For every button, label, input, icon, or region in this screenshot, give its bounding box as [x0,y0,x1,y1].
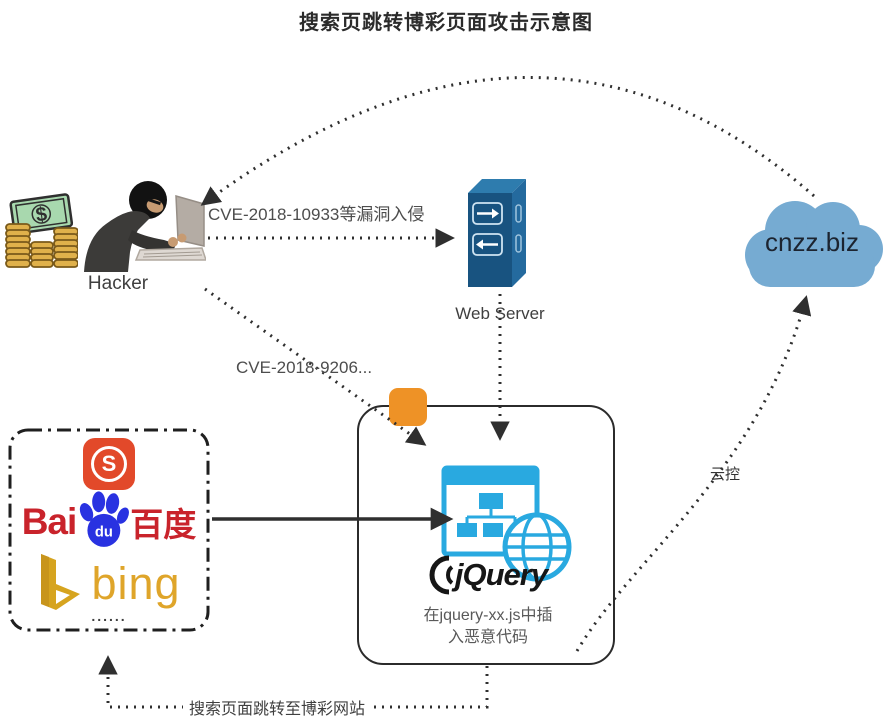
edge-label-cve-9206: CVE-2018-9206... [236,358,373,377]
jquery-logo: jQuery [359,555,617,595]
diagram-title: 搜索页跳转博彩页面攻击示意图 [299,12,593,34]
web-server-icon [462,177,532,295]
orange-marker [389,388,427,426]
edge-label-redirect: 搜索页面跳转至博彩网站 [183,695,372,719]
baidu-paw-icon: du [77,490,130,550]
cloud-label: cnzz.biz [765,227,859,257]
hacker-photo [76,178,208,272]
edge-label-cve-10933: CVE-2018-10933等漏洞入侵 [208,205,425,224]
baidu-logo: Bai du 百度 [8,490,210,552]
bing-text: bing [91,558,181,609]
svg-text:du: du [95,524,113,540]
jquery-caption: 在jquery-xx.js中插 入恶意代码 [359,605,617,649]
svg-text:$: $ [34,203,48,226]
hacker-label: Hacker [87,273,149,294]
jquery-swoosh-icon [429,555,454,595]
jquery-caption-line1: 在jquery-xx.js中插 [423,607,553,624]
edge-label-cloud-control: 云控 [710,466,741,483]
jquery-logo-text: jQuery [454,557,548,592]
sogou-icon: S [83,438,135,490]
more-engines-dots: ...... [91,608,127,624]
bing-logo: bing [8,554,210,614]
cloud-node: cnzz.biz [733,193,891,293]
search-engines-content: S Bai du 百度 [8,428,210,632]
jquery-node: jQuery 在jquery-xx.js中插 入恶意代码 [357,405,615,665]
cloud-icon [745,201,883,287]
bing-icon [41,554,81,610]
money-icon: $ [4,190,79,274]
jquery-caption-line2: 入恶意代码 [447,629,528,646]
web-server-label: Web Server [455,304,545,323]
baidu-bai-text: Bai [21,501,78,542]
baidu-cn-text: 百度 [130,506,197,543]
sogou-letter: S [91,446,127,482]
